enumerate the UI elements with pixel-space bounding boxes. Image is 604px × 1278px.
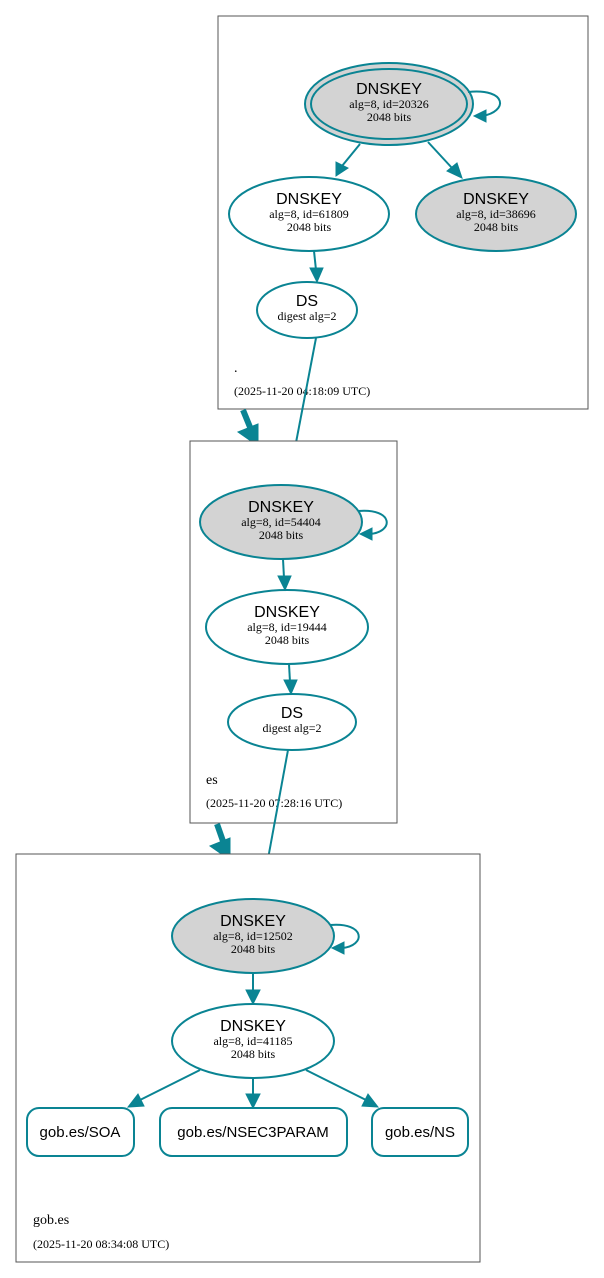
root-zsk-detail: alg=8, id=61809 <box>269 207 349 221</box>
root-standby-key-node[interactable]: DNSKEY alg=8, id=38696 2048 bits <box>415 176 577 252</box>
es-edge-ksk-zsk-arrow <box>277 575 292 592</box>
gob-ksk-self-loop-arrow <box>330 941 345 955</box>
es-zsk-detail: alg=8, id=19444 <box>247 620 327 634</box>
gob-ksk-node[interactable]: DNSKEY alg=8, id=12502 2048 bits <box>171 898 335 974</box>
root-ksk-bits: 2048 bits <box>367 110 412 124</box>
es-zsk-ellipse <box>205 589 369 665</box>
gob-zsk-label: DNSKEY <box>220 1018 286 1035</box>
gob-ksk-label: DNSKEY <box>220 913 286 930</box>
root-edge-ksk-zsk <box>341 143 361 167</box>
gob-ksk-bits: 2048 bits <box>231 942 276 956</box>
gob-edge-zsk-nsec3param-arrow <box>245 1093 261 1110</box>
gob-record-soa-label: gob.es/SOA <box>40 1124 121 1141</box>
root-ds-node[interactable]: DS digest alg=2 <box>256 281 358 339</box>
es-ds-node[interactable]: DS digest alg=2 <box>227 693 357 751</box>
gob-edge-zsk-ns-arrow <box>361 1093 380 1108</box>
zone-gob-name: gob.es <box>33 1213 69 1228</box>
es-edge-zsk-ds-arrow <box>283 679 298 696</box>
zone-gob: gob.es (2025-11-20 08:34:08 UTC) DNSKEY … <box>15 853 481 1263</box>
root-zsk-ellipse <box>228 176 390 252</box>
gob-zsk-detail: alg=8, id=41185 <box>213 1034 292 1048</box>
es-ksk-detail: alg=8, id=54404 <box>241 515 321 529</box>
gob-ksk-detail: alg=8, id=12502 <box>213 929 293 943</box>
gob-record-soa-box <box>26 1107 135 1157</box>
gob-record-ns-box <box>371 1107 469 1157</box>
root-zsk-label: DNSKEY <box>276 191 342 208</box>
root-ksk-label: DNSKEY <box>356 81 422 98</box>
gob-record-nsec3param[interactable]: gob.es/NSEC3PARAM <box>159 1107 348 1157</box>
root-ksk-self-loop <box>467 90 501 117</box>
root-ksk-inner-ring <box>310 68 468 140</box>
root-ksk-self-loop-arrow <box>472 109 487 123</box>
gob-edge-ksk-zsk-arrow <box>245 989 261 1006</box>
root-ds-ellipse <box>256 281 358 339</box>
zone-root-name: . <box>234 361 238 376</box>
es-zsk-node[interactable]: DNSKEY alg=8, id=19444 2048 bits <box>205 589 369 665</box>
es-ksk-label: DNSKEY <box>248 499 314 516</box>
zone-root-timestamp: (2025-11-20 04:18:09 UTC) <box>234 384 370 398</box>
gob-record-nsec3param-label: gob.es/NSEC3PARAM <box>177 1124 328 1141</box>
es-ksk-self-loop-arrow <box>358 527 373 541</box>
gob-record-ns-label: gob.es/NS <box>385 1124 455 1141</box>
root-edge-ksk-standby-arrow <box>446 162 463 179</box>
root-standby-label: DNSKEY <box>463 191 529 208</box>
gob-edge-zsk-soa-arrow <box>126 1093 145 1108</box>
root-standby-bits: 2048 bits <box>474 220 519 234</box>
root-zsk-bits: 2048 bits <box>287 220 332 234</box>
gob-zsk-node[interactable]: DNSKEY alg=8, id=41185 2048 bits <box>171 1003 335 1079</box>
root-ds-label: DS <box>296 293 318 310</box>
es-ds-detail: digest alg=2 <box>262 721 321 735</box>
gob-record-ns[interactable]: gob.es/NS <box>371 1107 469 1157</box>
zone-gob-timestamp: (2025-11-20 08:34:08 UTC) <box>33 1237 169 1251</box>
es-ksk-node[interactable]: DNSKEY alg=8, id=54404 2048 bits <box>199 484 363 560</box>
es-ds-ellipse <box>227 693 357 751</box>
zone-es-timestamp: (2025-11-20 07:28:16 UTC) <box>206 796 342 810</box>
es-ksk-bits: 2048 bits <box>259 528 304 542</box>
root-edge-zsk-ds <box>313 250 317 271</box>
root-ds-detail: digest alg=2 <box>277 309 336 323</box>
root-edge-zsk-ds-arrow <box>309 267 324 284</box>
root-edge-ksk-zsk-arrow <box>335 161 349 177</box>
gob-record-soa[interactable]: gob.es/SOA <box>26 1107 135 1157</box>
root-standby-detail: alg=8, id=38696 <box>456 207 536 221</box>
es-edge-ksk-zsk <box>282 558 285 579</box>
root-zsk-node[interactable]: DNSKEY alg=8, id=61809 2048 bits <box>228 176 390 252</box>
gob-ksk-self-loop <box>329 923 360 949</box>
es-zsk-label: DNSKEY <box>254 604 320 621</box>
es-ksk-self-loop <box>357 509 388 535</box>
root-ksk-node[interactable]: DNSKEY alg=8, id=20326 2048 bits <box>304 62 474 146</box>
zone-es-name: es <box>206 773 218 788</box>
es-ksk-ellipse <box>199 484 363 560</box>
root-ksk-detail: alg=8, id=20326 <box>349 97 429 111</box>
gob-zsk-bits: 2048 bits <box>231 1047 276 1061</box>
root-edge-ksk-standby <box>427 141 453 169</box>
gob-edge-zsk-ns <box>305 1069 367 1101</box>
gob-edge-zsk-soa <box>139 1069 201 1101</box>
es-ds-label: DS <box>281 705 303 722</box>
es-zsk-bits: 2048 bits <box>265 633 310 647</box>
root-standby-ellipse <box>415 176 577 252</box>
zone-es: es (2025-11-20 07:28:16 UTC) DNSKEY alg=… <box>189 440 398 824</box>
es-edge-zsk-ds <box>288 663 291 683</box>
zone-root: . (2025-11-20 04:18:09 UTC) DNSKEY alg=8… <box>217 15 589 410</box>
